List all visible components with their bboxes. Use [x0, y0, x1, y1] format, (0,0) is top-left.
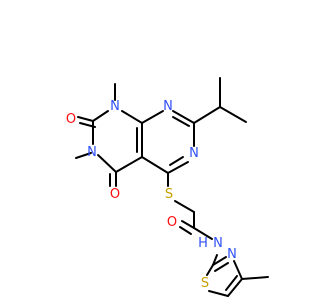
atom-s-thioether-label: S: [165, 187, 173, 202]
bond-c7-ch: [193, 106, 221, 124]
bonds: [75, 77, 269, 297]
bond-n8-c7: [172, 110, 195, 124]
bond-n8-c7-double: [172, 116, 190, 127]
bond-n3-methyl: [75, 152, 92, 159]
bond-co-o-double: [179, 226, 192, 235]
atom-o-amide-label: O: [167, 215, 177, 230]
bond-n3-c4: [97, 154, 117, 173]
atom-o2-label: O: [66, 112, 76, 127]
atom-n-amide-label: N: [213, 236, 223, 251]
atom-o4-label: O: [110, 187, 120, 202]
atom-n6-label: N: [189, 146, 199, 161]
background: [0, 0, 300, 300]
molecule-structure: N N N N S O O O N H N S: [0, 0, 300, 300]
atom-labels: N N N N S O O O N H N S: [66, 99, 237, 291]
atom-n1-label: N: [110, 99, 120, 114]
bond-co-n: [193, 227, 213, 240]
bond-c4thz-c5thz-double: [225, 275, 238, 291]
bond-c2thz-s: [206, 264, 214, 276]
atom-s-thiazole-label: S: [201, 276, 209, 291]
bond-c2thz-n-double: [214, 262, 229, 272]
bond-c2thz-n: [212, 256, 227, 266]
bond-co-o: [181, 220, 195, 229]
atom-n-thiazole-label: N: [227, 247, 237, 262]
bond-n6-c5: [167, 161, 189, 174]
bond-n6-c5-double: [169, 156, 184, 166]
bond-c4thz-me: [241, 276, 269, 280]
bond-c5-c4a: [141, 156, 169, 174]
bond-s-ch2: [174, 200, 195, 213]
bond-n-c2thz: [212, 254, 218, 266]
bond-c2-o2-double: [79, 122, 96, 128]
bond-c8a-n8: [141, 110, 164, 124]
atom-n8-label: N: [163, 99, 173, 114]
bond-c2-o2: [77, 116, 94, 122]
bond-c5thz-s: [208, 290, 229, 297]
bond-n1-c8a: [121, 110, 143, 124]
bond-n1-c2: [92, 110, 109, 122]
bond-ch-me1: [219, 106, 247, 123]
atom-h-amide-label: H: [198, 236, 208, 251]
bond-c4thz-c5thz: [227, 278, 243, 297]
bond-n-c4thz: [233, 260, 243, 280]
bond-c4-c4a: [115, 156, 143, 173]
atom-n3-label: N: [87, 145, 97, 160]
